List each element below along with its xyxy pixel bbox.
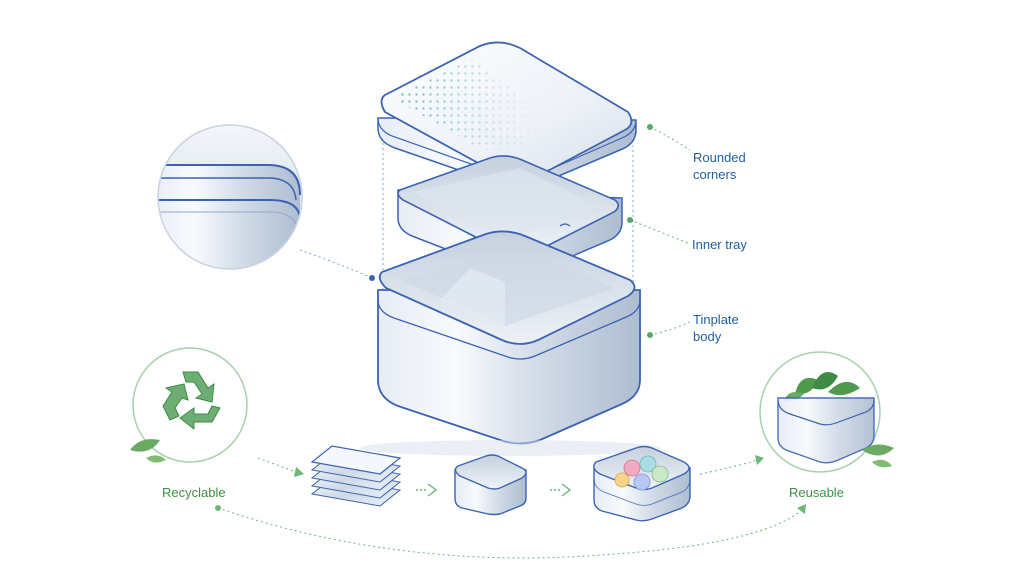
label-rounded-corners-line2: corners: [693, 167, 737, 182]
recycle-badge: [130, 347, 248, 463]
plant-leaves-icon: [784, 372, 860, 402]
label-reusable-text: Reusable: [789, 485, 844, 500]
label-rounded-corners: Rounded corners: [693, 149, 746, 183]
label-recyclable-text: Recyclable: [162, 485, 226, 500]
small-tin-empty: [454, 454, 527, 516]
inner-tray: [397, 155, 623, 276]
callout-dots: [369, 124, 653, 338]
small-tin-filled: [593, 445, 691, 522]
tinplate-body: [360, 230, 660, 456]
label-recyclable: Recyclable: [162, 484, 226, 501]
label-reusable: Reusable: [789, 484, 844, 501]
leaf-icon: [130, 439, 166, 463]
label-tinplate-body-line2: body: [693, 329, 722, 344]
callout-leaders: [299, 126, 691, 336]
candy-icon: [614, 455, 669, 491]
label-rounded-corners-line1: Rounded: [693, 150, 746, 165]
label-tinplate-body: Tinplate body: [693, 311, 739, 345]
reusable-badge: [759, 351, 894, 473]
tin-sheets-icon: [310, 445, 402, 507]
leaf-icon: [862, 444, 894, 468]
recycle-icon: [162, 371, 221, 431]
corner-magnifier: [157, 124, 303, 270]
tin-lid: [377, 41, 637, 190]
flow-arrowheads: [215, 455, 806, 514]
lifecycle-flow: [217, 457, 803, 559]
alignment-guides: [382, 128, 634, 330]
label-inner-tray: Inner tray: [692, 236, 747, 253]
arrow-icon: [416, 483, 572, 497]
label-inner-tray-text: Inner tray: [692, 237, 747, 252]
label-tinplate-body-line1: Tinplate: [693, 312, 739, 327]
